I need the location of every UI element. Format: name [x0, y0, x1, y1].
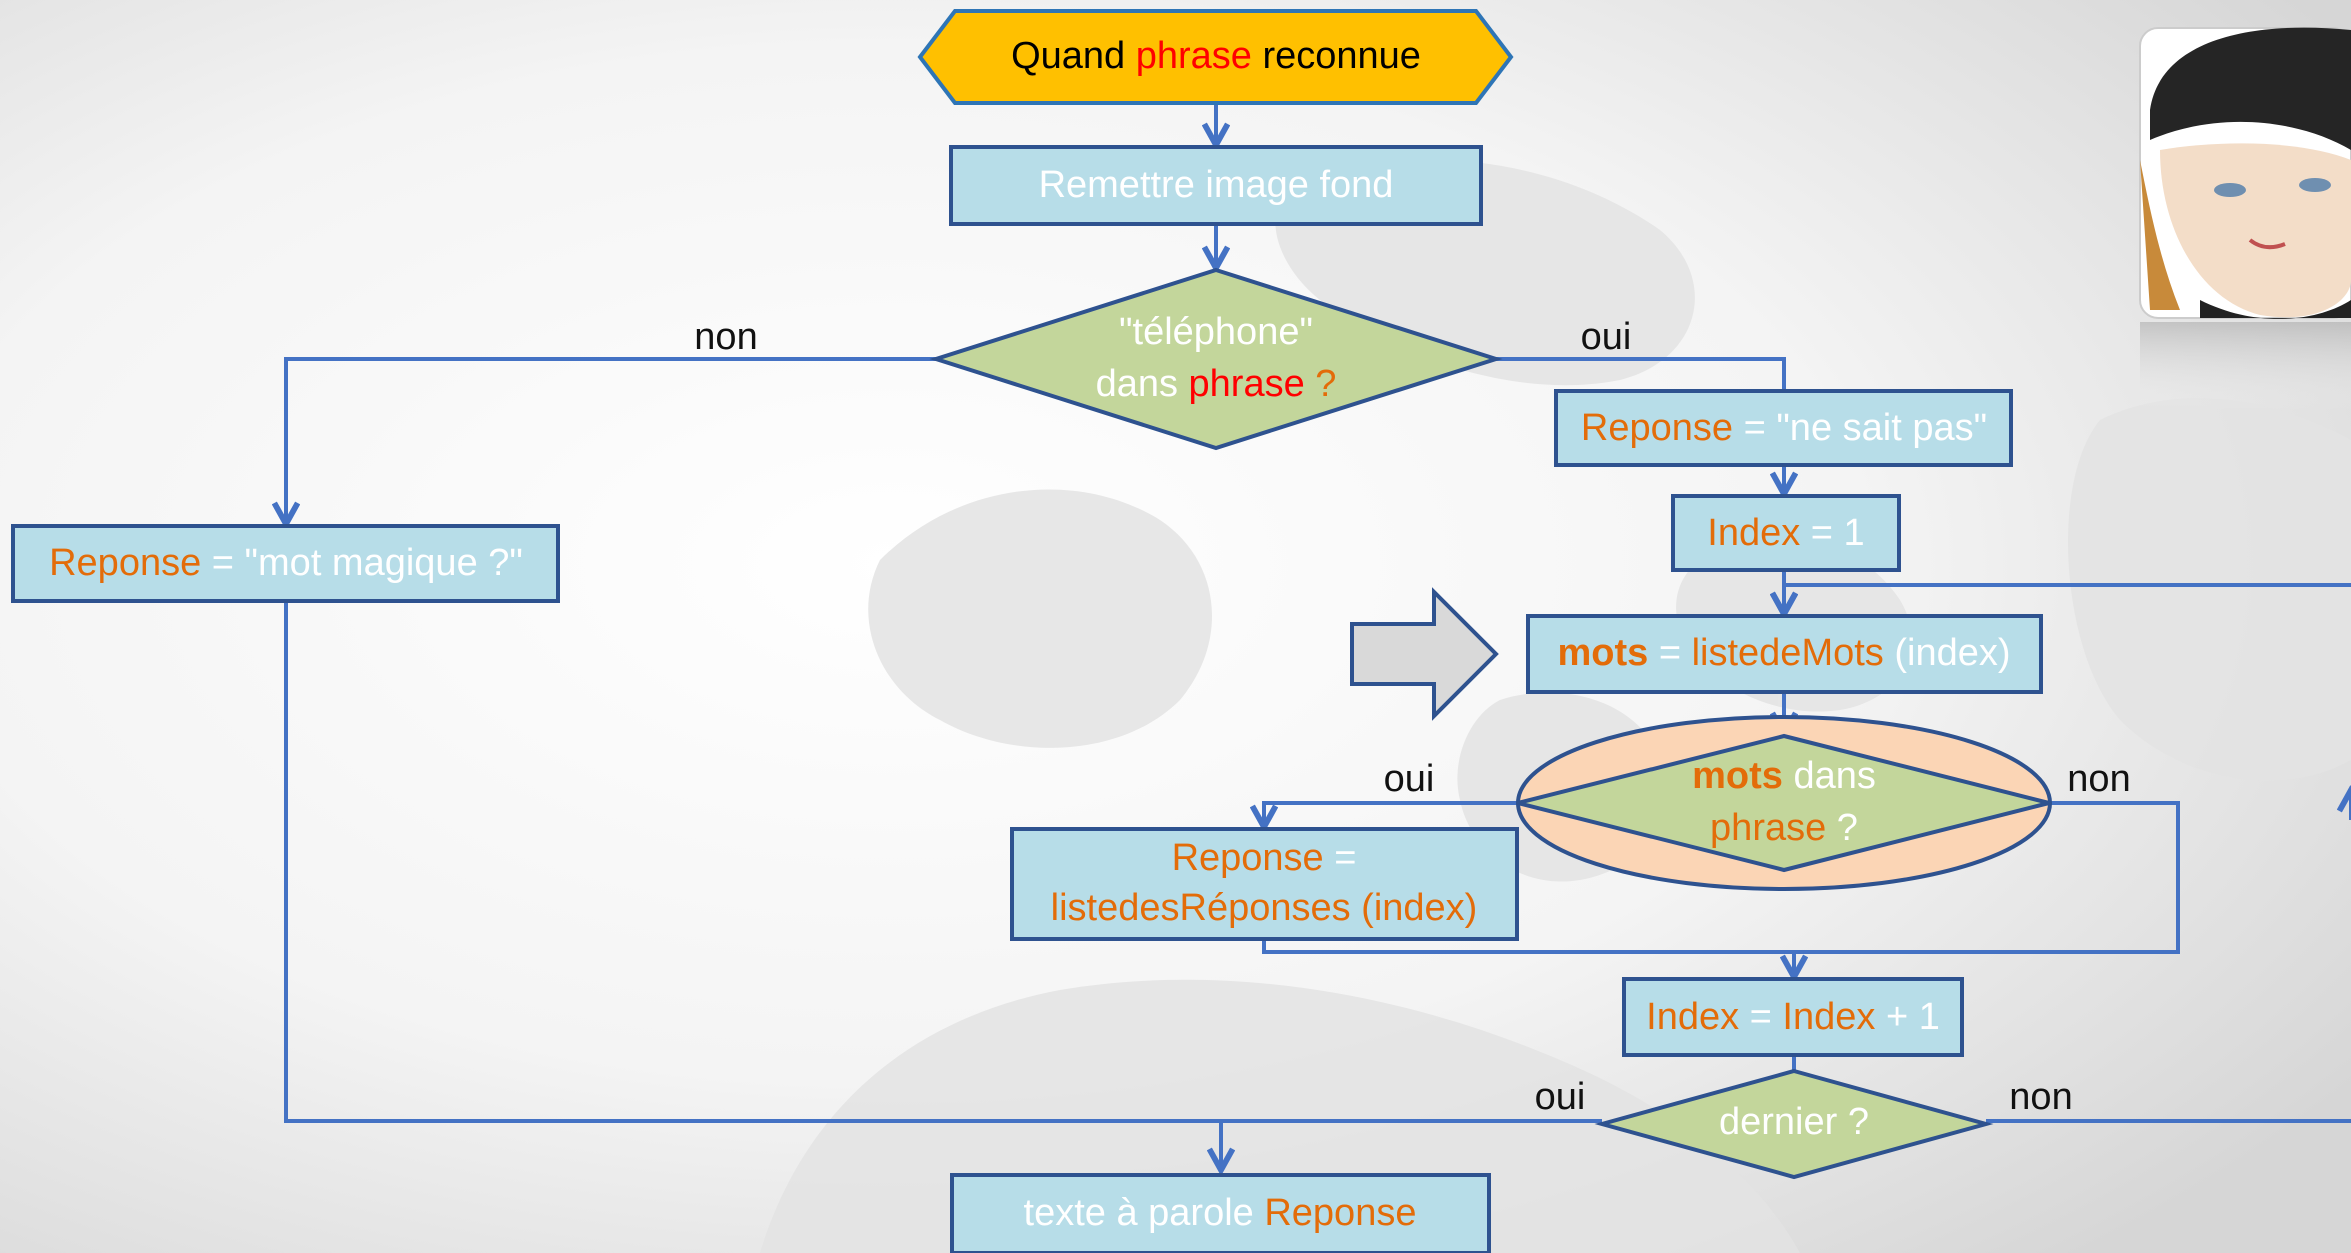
label-dernier-yes: oui: [1535, 1076, 1586, 1118]
svg-text:texte à parole Reponse: texte à parole Reponse: [1024, 1192, 1417, 1234]
label-mots-no: non: [2067, 758, 2130, 800]
speak-text-0-1: Reponse: [1264, 1192, 1416, 1234]
node-mots-assign: mots = listedeMots (index): [1526, 614, 2043, 694]
node-reponse-liste: Reponse = listedesRéponses (index): [1010, 827, 1519, 941]
svg-text:Remettre image fond: Remettre image fond: [1039, 164, 1394, 206]
index-init-text-0-1: = 1: [1800, 512, 1864, 554]
label-telephone-yes: oui: [1581, 316, 1632, 358]
reponse-mot-magique-text-0-1: = "mot magique ?": [201, 542, 523, 584]
connector-mots-yes: [1264, 801, 1518, 827]
arrow-right-icon: [1350, 587, 1499, 721]
svg-text:Index = 1: Index = 1: [1707, 512, 1864, 554]
node-index-init: Index = 1: [1671, 494, 1901, 572]
connector-loop-right: [1784, 583, 2351, 614]
mots-assign-text-0-3: (index): [1884, 632, 2011, 674]
start-text-0-1: phrase: [1136, 35, 1252, 77]
reponse-ne-sait-pas-text-0-0: Reponse: [1581, 407, 1733, 449]
node-check-mots: mots dans phrase ?: [1516, 715, 2052, 891]
speak-text-0-0: texte à parole: [1024, 1192, 1265, 1234]
connector-dernier-yes: [284, 602, 1602, 1123]
svg-text:Reponse = "mot magique ?": Reponse = "mot magique ?": [49, 542, 523, 584]
index-init-text-0-0: Index: [1707, 512, 1800, 554]
node-reponse-ne-sait-pas: Reponse = "ne sait pas": [1554, 389, 2013, 467]
node-reset-image: Remettre image fond: [949, 145, 1483, 226]
svg-text:Index = Index + 1: Index = Index + 1: [1646, 996, 1940, 1038]
reponse-liste-text-0-0: Reponse: [1172, 837, 1324, 879]
mots-assign-text-0-1: =: [1648, 632, 1691, 674]
connectors: [286, 103, 2351, 1170]
node-speak: texte à parole Reponse: [950, 1173, 1491, 1253]
check-mots-text-0-0: mots: [1692, 755, 1783, 797]
node-start: Quand phrase reconnue: [917, 9, 1514, 105]
reponse-mot-magique-text-0-0: Reponse: [49, 542, 201, 584]
portrait-illustration: [2139, 27, 2351, 412]
label-mots-yes: oui: [1384, 758, 1435, 800]
node-check-dernier: dernier ?: [1594, 1068, 1994, 1180]
check-telephone-text-1-2: ?: [1305, 363, 1337, 405]
connector-check-yes: [1496, 357, 1786, 389]
mots-assign-text-0-0: mots: [1557, 632, 1648, 674]
branch-labels: non oui oui non oui non: [694, 316, 2130, 1118]
reponse-liste-text-0-1: =: [1324, 837, 1357, 879]
index-increment-text-0-3: + 1: [1875, 996, 1939, 1038]
node-check-telephone: "téléphone" dans phrase ?: [929, 267, 1503, 451]
connector-check-no: [286, 357, 936, 524]
check-mots-text-1-1: ?: [1826, 807, 1858, 849]
check-telephone-text-0-0: "téléphone": [1119, 311, 1313, 353]
check-telephone-text-1-0: dans: [1096, 363, 1189, 405]
check-telephone-text-1-1: phrase: [1189, 363, 1305, 405]
reponse-ne-sait-pas-text-0-1: = "ne sait pas": [1733, 407, 1987, 449]
mots-assign-text-0-2: listedeMots: [1692, 632, 1884, 674]
index-increment-text-0-0: Index: [1646, 996, 1739, 1038]
svg-text:dernier ?: dernier ?: [1719, 1101, 1869, 1143]
svg-text:"téléphone"dans phrase ?: "téléphone" dans phrase ?: [1096, 311, 1337, 405]
node-index-increment: Index = Index + 1: [1622, 977, 1964, 1057]
index-increment-text-0-2: Index: [1782, 996, 1875, 1038]
svg-text:Quand phrase reconnue: Quand phrase reconnue: [1011, 35, 1421, 77]
node-reponse-mot-magique: Reponse = "mot magique ?": [11, 524, 560, 603]
reponse-liste-text-1-0: listedesRéponses (index): [1051, 887, 1478, 929]
check-mots-text-0-1: dans: [1783, 755, 1876, 797]
index-increment-text-0-1: =: [1739, 996, 1782, 1038]
svg-text:Reponse = "ne sait pas": Reponse = "ne sait pas": [1581, 407, 1987, 449]
label-telephone-no: non: [694, 316, 757, 358]
start-text-0-0: Quand: [1011, 35, 1136, 77]
svg-text:Reponse =listedesRéponses (ind: Reponse = listedesRéponses (index): [1051, 837, 1478, 929]
reset-image-text-0-0: Remettre image fond: [1039, 164, 1394, 206]
connector-mots-no: [1262, 801, 2180, 954]
label-dernier-no: non: [2009, 1076, 2072, 1118]
check-dernier-text-0-0: dernier ?: [1719, 1101, 1869, 1143]
svg-text:mots = listedeMots (index): mots = listedeMots (index): [1557, 632, 2010, 674]
start-text-0-2: reconnue: [1252, 35, 1421, 77]
check-mots-text-1-0: phrase: [1710, 807, 1826, 849]
